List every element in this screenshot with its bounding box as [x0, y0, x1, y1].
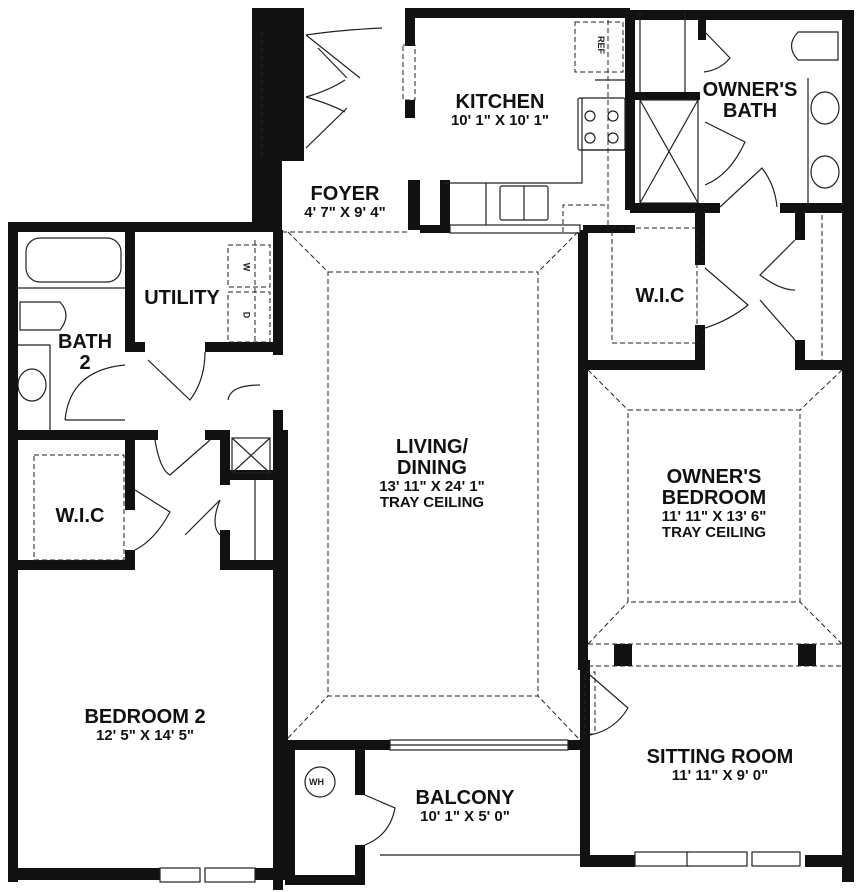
room-bedroom-2: BEDROOM 2 12' 5" X 14' 5": [84, 707, 205, 744]
windows: [159, 224, 801, 883]
room-note: TRAY CEILING: [661, 523, 767, 541]
dryer-label: D: [241, 311, 252, 319]
room-name: W.I.C: [635, 285, 685, 307]
room-dimensions: 10' 1" X 10' 1": [450, 112, 550, 129]
room-name-line1: OWNER'S: [666, 466, 762, 488]
room-kitchen: KITCHEN 10' 1" X 10' 1": [451, 92, 549, 129]
room-name: UTILITY: [144, 287, 220, 309]
room-name-line2: DINING: [396, 457, 467, 479]
tray-ceilings: [33, 20, 843, 739]
room-wic-owner: W.I.C: [636, 286, 685, 307]
room-name: KITCHEN: [455, 91, 545, 113]
room-wic-bedroom2: W.I.C: [56, 506, 105, 527]
room-owners-bath: OWNER'S BATH: [703, 80, 798, 122]
room-note: TRAY CEILING: [379, 493, 485, 511]
room-name: FOYER: [310, 183, 380, 205]
room-balcony: BALCONY 10' 1" X 5' 0": [416, 788, 515, 825]
washer-label: W: [241, 262, 252, 272]
room-dimensions: 12' 5" X 14' 5": [95, 727, 195, 744]
room-name: SITTING ROOM: [646, 746, 794, 768]
room-name-line2: BEDROOM: [661, 487, 767, 509]
room-name: BALCONY: [415, 787, 515, 809]
room-living-dining: LIVING/ DINING 13' 11" X 24' 1" TRAY CEI…: [379, 437, 485, 511]
room-sitting-room: SITTING ROOM 11' 11" X 9' 0": [647, 747, 794, 784]
room-dimensions: 13' 11" X 24' 1": [379, 478, 485, 495]
room-name-line1: BATH: [57, 331, 113, 353]
room-owners-bedroom: OWNER'S BEDROOM 11' 11" X 13' 6" TRAY CE…: [662, 467, 767, 541]
room-utility: UTILITY: [144, 288, 220, 309]
room-name-line2: BATH: [722, 100, 778, 122]
fixtures-lines: [17, 12, 840, 856]
room-name-line1: OWNER'S: [702, 79, 798, 101]
room-bath-2: BATH 2: [58, 332, 112, 374]
room-dimensions: 11' 11" X 9' 0": [671, 767, 769, 784]
water-heater-label: WH: [309, 777, 324, 787]
refrigerator-label: REF: [596, 36, 606, 54]
room-name: W.I.C: [55, 505, 105, 527]
room-dimensions: 4' 7" X 9' 4": [304, 204, 386, 221]
room-dimensions: 11' 11" X 13' 6": [661, 508, 767, 525]
room-foyer: FOYER 4' 7" X 9' 4": [304, 184, 385, 221]
room-name-line1: LIVING/: [395, 436, 469, 458]
door-swings: [64, 27, 796, 846]
room-name-line2: 2: [79, 352, 91, 374]
room-name: BEDROOM 2: [84, 706, 206, 728]
room-dimensions: 10' 1" X 5' 0": [420, 808, 510, 825]
